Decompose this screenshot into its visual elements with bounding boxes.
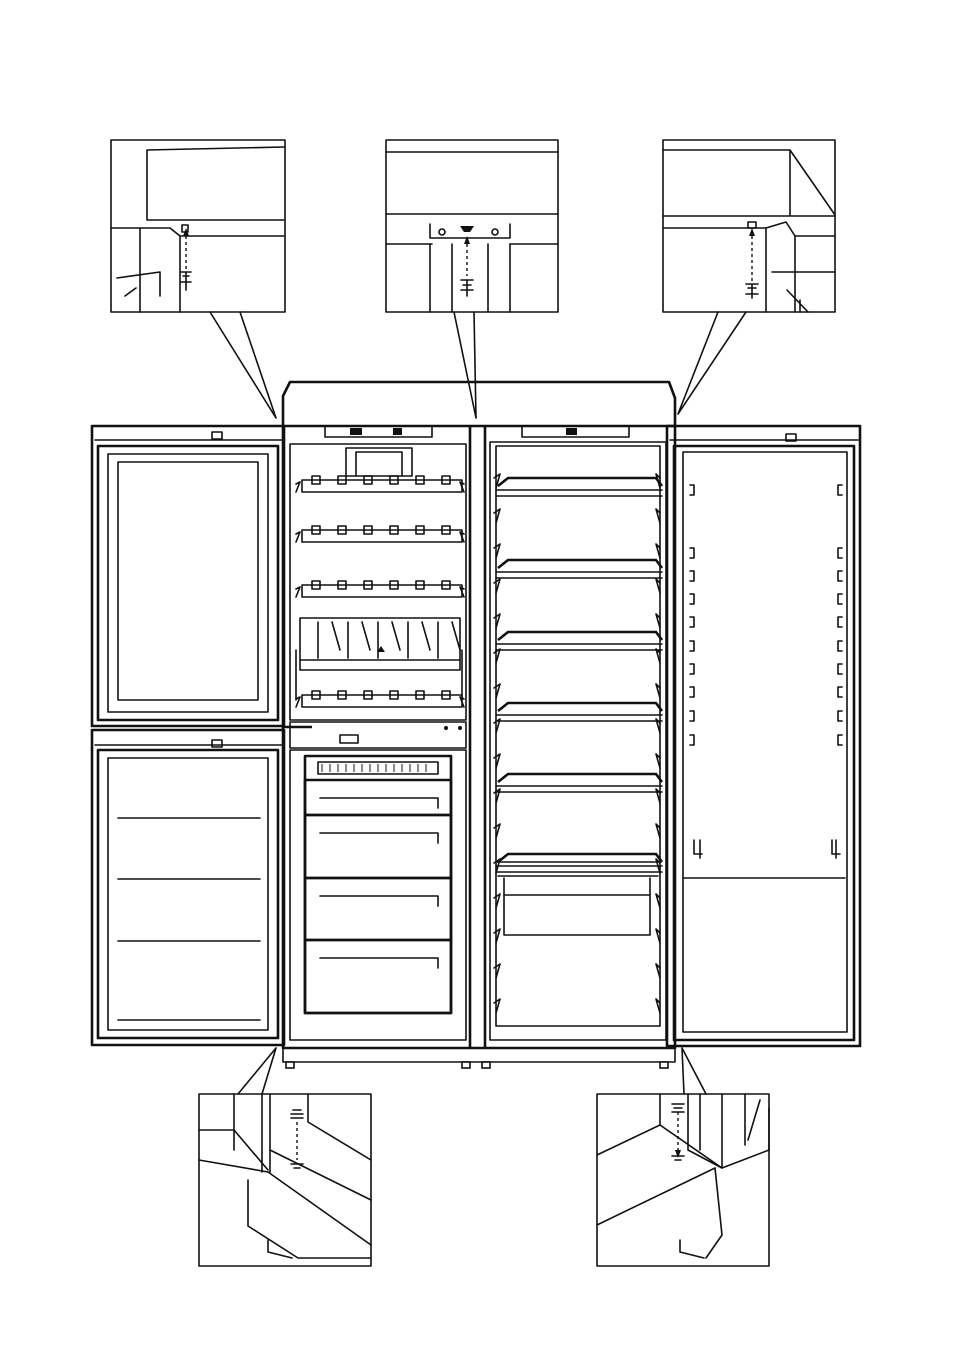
shelf-support bbox=[494, 719, 500, 733]
wine-rack bbox=[302, 695, 462, 707]
door-slot-left bbox=[690, 664, 694, 674]
shelf-support bbox=[494, 579, 500, 593]
freezer-compartment bbox=[290, 750, 466, 1040]
left-lower-door bbox=[92, 730, 284, 1045]
door-slot-right bbox=[838, 641, 842, 651]
wine-rack-bar bbox=[348, 622, 370, 658]
door-slot-right bbox=[838, 594, 842, 604]
rack-rail bbox=[296, 532, 300, 542]
freezer-drawer bbox=[305, 878, 451, 940]
wine-rack bbox=[302, 585, 462, 597]
drawer-handle bbox=[320, 833, 438, 843]
shelf-edge bbox=[496, 572, 662, 578]
door-slot-left bbox=[690, 687, 694, 697]
fridge-shelf bbox=[498, 478, 662, 486]
shelf-edge bbox=[496, 644, 662, 650]
door-slot-left bbox=[690, 735, 694, 745]
shelf-support bbox=[494, 964, 500, 978]
door-slot-left bbox=[690, 617, 694, 627]
appliance-body bbox=[283, 426, 675, 1068]
shelf-support bbox=[494, 614, 500, 628]
door-slot-right bbox=[838, 571, 842, 581]
shelf-support bbox=[494, 789, 500, 803]
door-slot-left bbox=[690, 485, 694, 495]
freezer-drawer bbox=[305, 815, 451, 878]
wine-rack-bar bbox=[378, 622, 400, 658]
drawer-handle bbox=[320, 798, 438, 808]
callout-left-bottom-hinge bbox=[199, 1094, 371, 1266]
wine-rack-bar bbox=[408, 622, 430, 658]
rack-rail bbox=[296, 482, 300, 492]
door-bracket-right bbox=[832, 840, 840, 858]
callout-leaders-top bbox=[210, 312, 746, 418]
appliance-top-cap bbox=[283, 382, 675, 437]
door-slot-right bbox=[838, 485, 842, 495]
refrigerator-compartment bbox=[490, 442, 666, 1040]
wine-rack-bar bbox=[438, 622, 460, 658]
callout-right-top-hinge bbox=[663, 140, 835, 312]
door-slot-left bbox=[690, 711, 694, 721]
door-slot-right bbox=[838, 711, 842, 721]
fridge-shelf bbox=[498, 774, 662, 782]
door-slot-right bbox=[838, 548, 842, 558]
fridge-shelf bbox=[498, 854, 662, 862]
fridge-shelf bbox=[498, 632, 662, 640]
drawer-handle bbox=[320, 896, 438, 906]
shelf-edge bbox=[496, 715, 662, 721]
shelf-support bbox=[494, 544, 500, 558]
fridge-shelf bbox=[498, 703, 662, 711]
door-slot-right bbox=[838, 664, 842, 674]
freezer-drawer bbox=[305, 940, 451, 1013]
rack-rail bbox=[296, 587, 300, 597]
door-slot-left bbox=[690, 548, 694, 558]
shelf-support bbox=[494, 824, 500, 838]
wine-rack-bar bbox=[318, 622, 340, 658]
shelf-support bbox=[494, 509, 500, 523]
callout-leaders-bottom bbox=[238, 1048, 706, 1094]
callout-center-top-screw bbox=[386, 140, 558, 312]
callout-right-bottom-hinge bbox=[597, 1094, 769, 1266]
door-slot-left bbox=[690, 571, 694, 581]
wine-rack bbox=[302, 530, 462, 542]
shelf-edge bbox=[496, 786, 662, 792]
fridge-shelf bbox=[498, 560, 662, 568]
shelf-support bbox=[494, 999, 500, 1013]
shelf-support bbox=[494, 649, 500, 663]
right-door bbox=[667, 426, 860, 1046]
door-bracket-left bbox=[694, 840, 702, 858]
left-upper-door bbox=[92, 426, 284, 726]
door-slot-right bbox=[838, 617, 842, 627]
door-slot-left bbox=[690, 594, 694, 604]
door-slot-right bbox=[838, 687, 842, 697]
wine-rack bbox=[302, 480, 462, 492]
door-slot-right bbox=[838, 735, 842, 745]
callout-left-top-hinge bbox=[111, 140, 285, 312]
shelf-support bbox=[494, 894, 500, 908]
drawer-handle bbox=[320, 958, 438, 968]
shelf-support bbox=[494, 684, 500, 698]
shelf-edge bbox=[496, 490, 662, 496]
shelf-edge bbox=[496, 866, 662, 872]
door-slot-left bbox=[690, 641, 694, 651]
wine-cooler-compartment bbox=[284, 444, 466, 748]
shelf-support bbox=[494, 754, 500, 768]
shelf-support bbox=[494, 929, 500, 943]
